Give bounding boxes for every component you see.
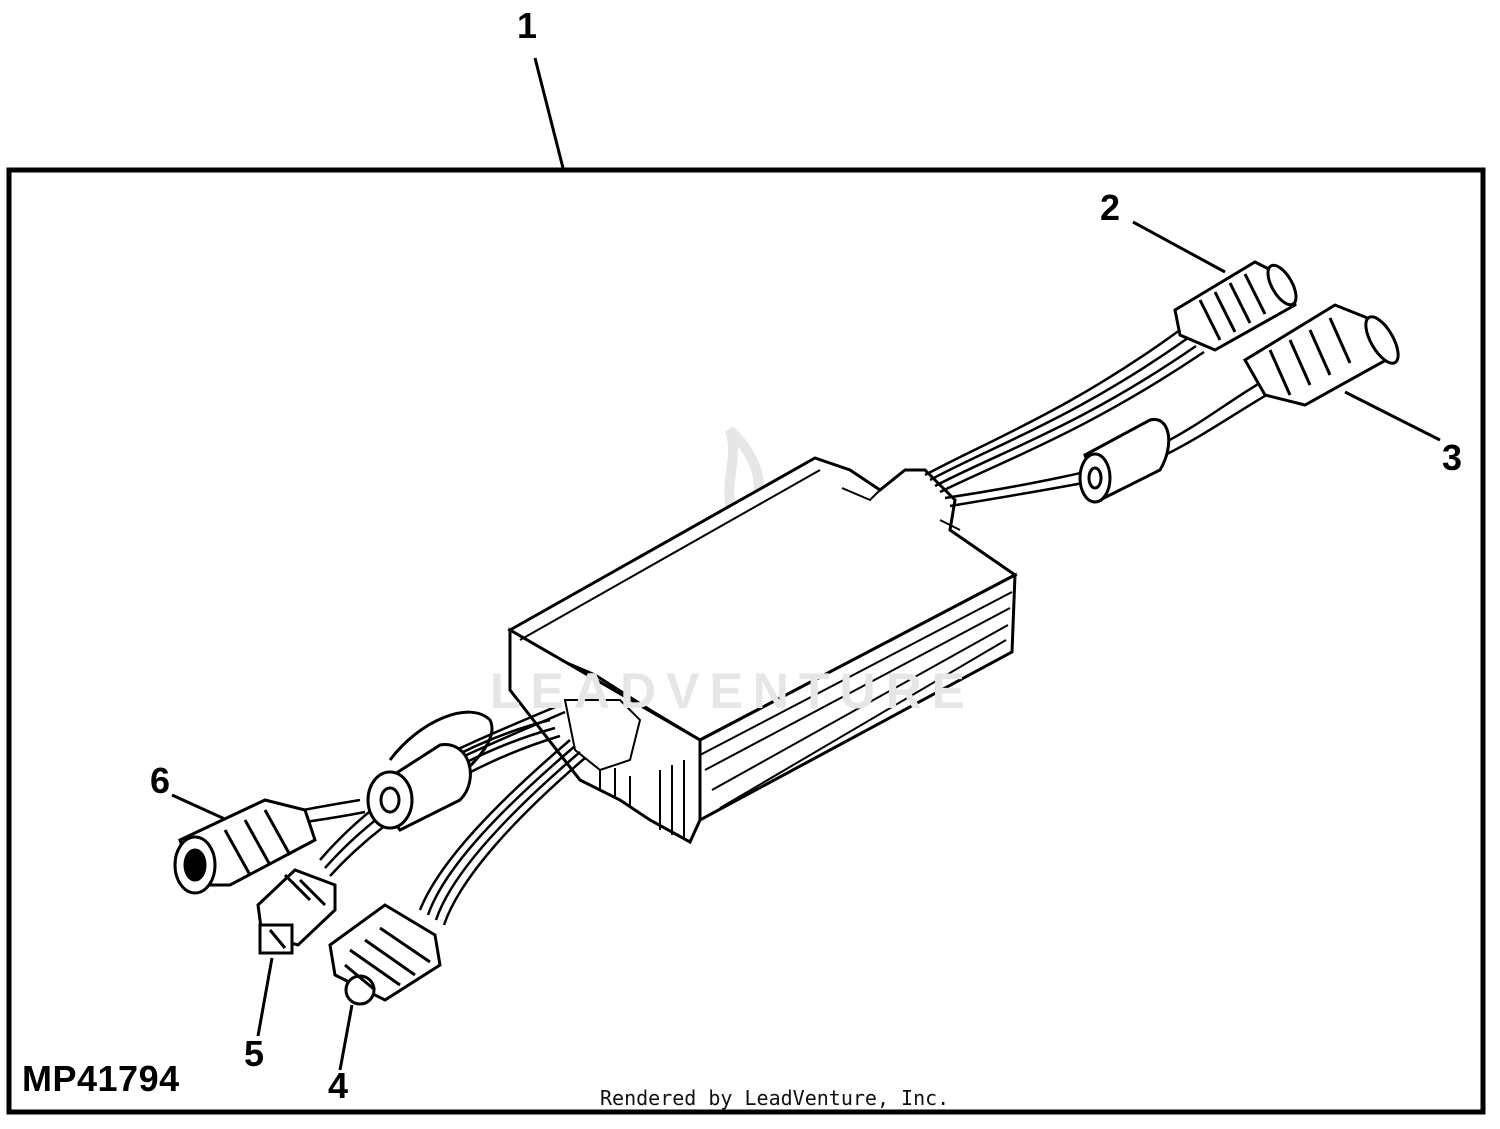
control-module bbox=[507, 456, 1018, 845]
callout-1: 1 bbox=[517, 5, 538, 46]
connector-3 bbox=[1242, 303, 1400, 407]
diagram-frame bbox=[6, 167, 1486, 1115]
ferrite-bead-lower bbox=[366, 710, 494, 832]
connector-5 bbox=[256, 868, 337, 955]
callout-5: 5 bbox=[244, 1033, 265, 1074]
figure-id: MP41794 bbox=[22, 1058, 180, 1099]
leader-line-2 bbox=[1132, 220, 1226, 274]
leader-line-4 bbox=[338, 1004, 354, 1071]
callout-4: 4 bbox=[328, 1065, 349, 1106]
credit-line: Rendered by LeadVenture, Inc. bbox=[600, 1086, 950, 1110]
callout-3: 3 bbox=[1442, 437, 1463, 478]
callout-6: 6 bbox=[150, 760, 171, 801]
callout-2: 2 bbox=[1100, 187, 1121, 228]
leader-line-1 bbox=[533, 57, 565, 169]
connector-2 bbox=[1173, 260, 1298, 352]
connector-6 bbox=[173, 798, 317, 895]
connector-4 bbox=[328, 903, 442, 1006]
leader-line-3 bbox=[1344, 390, 1441, 442]
watermark-text: LEADVENTURE bbox=[490, 663, 976, 719]
leader-line-5 bbox=[256, 957, 274, 1037]
ferrite-bead-upper bbox=[1078, 418, 1171, 504]
